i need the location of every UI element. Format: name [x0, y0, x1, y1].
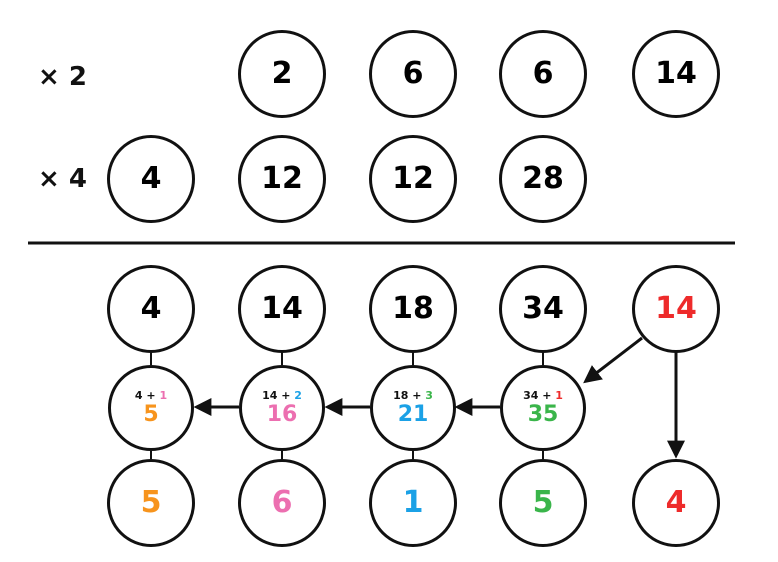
result-digit-circle: 1	[369, 459, 457, 547]
result-digit-circle: 5	[107, 459, 195, 547]
carry-base: 18	[393, 389, 409, 402]
result-digit: 5	[140, 485, 162, 520]
result-digit-circle: 4	[632, 459, 720, 547]
carry-base: 4	[134, 389, 143, 402]
product-circle: 12	[369, 135, 457, 223]
carry-sum-circle: 14 + 2 16	[239, 365, 325, 451]
result-digit: 6	[271, 485, 293, 520]
multiplier-label-4: × 4	[38, 164, 87, 194]
product-value: 4	[140, 161, 162, 196]
product-circle: 28	[499, 135, 587, 223]
product-value: 12	[392, 161, 434, 196]
multiplier-label-2: × 2	[38, 62, 87, 92]
carry-expression: 34 + 1	[523, 390, 563, 401]
result-digit: 5	[532, 485, 554, 520]
carry-sum-value: 35	[527, 402, 559, 427]
carry-base: 14	[262, 389, 278, 402]
carry-base: 34	[523, 389, 539, 402]
carry-expression: 4 + 1	[135, 390, 167, 401]
carry-sum-value: 21	[397, 402, 429, 427]
plus-sign: +	[146, 389, 156, 402]
product-value: 6	[532, 56, 554, 91]
column-sum-circle: 34	[499, 265, 587, 353]
carry-sum-value: 16	[266, 402, 298, 427]
arrow-diagonal	[583, 336, 643, 384]
carry-digit: 2	[294, 389, 302, 402]
product-value: 12	[261, 161, 303, 196]
result-digit-circle: 6	[238, 459, 326, 547]
plus-sign: +	[412, 389, 422, 402]
plus-sign: +	[542, 389, 552, 402]
result-digit: 4	[665, 485, 687, 520]
result-digit: 1	[402, 485, 424, 520]
product-circle: 6	[369, 30, 457, 118]
carry-sum-circle: 4 + 1 5	[108, 365, 194, 451]
column-sum-circle: 14	[632, 265, 720, 353]
column-sum-value: 18	[392, 291, 434, 326]
carry-digit: 1	[555, 389, 563, 402]
result-digit-circle: 5	[499, 459, 587, 547]
plus-sign: +	[281, 389, 291, 402]
column-sum-circle: 14	[238, 265, 326, 353]
carry-sum-value: 5	[143, 402, 159, 427]
product-circle: 2	[238, 30, 326, 118]
carry-sum-circle: 18 + 3 21	[370, 365, 456, 451]
product-value: 14	[655, 56, 697, 91]
product-circle: 6	[499, 30, 587, 118]
product-circle: 12	[238, 135, 326, 223]
column-sum-value: 14	[655, 291, 697, 326]
product-circle: 14	[632, 30, 720, 118]
column-sum-circle: 18	[369, 265, 457, 353]
column-sum-value: 4	[140, 291, 162, 326]
column-sum-value: 14	[261, 291, 303, 326]
carry-expression: 14 + 2	[262, 390, 302, 401]
column-sum-value: 34	[522, 291, 564, 326]
carry-sum-circle: 34 + 1 35	[500, 365, 586, 451]
product-value: 28	[522, 161, 564, 196]
product-circle: 4	[107, 135, 195, 223]
carry-expression: 18 + 3	[393, 390, 433, 401]
product-value: 6	[402, 56, 424, 91]
product-value: 2	[271, 56, 293, 91]
carry-digit: 3	[425, 389, 433, 402]
column-sum-circle: 4	[107, 265, 195, 353]
carry-digit: 1	[159, 389, 168, 402]
